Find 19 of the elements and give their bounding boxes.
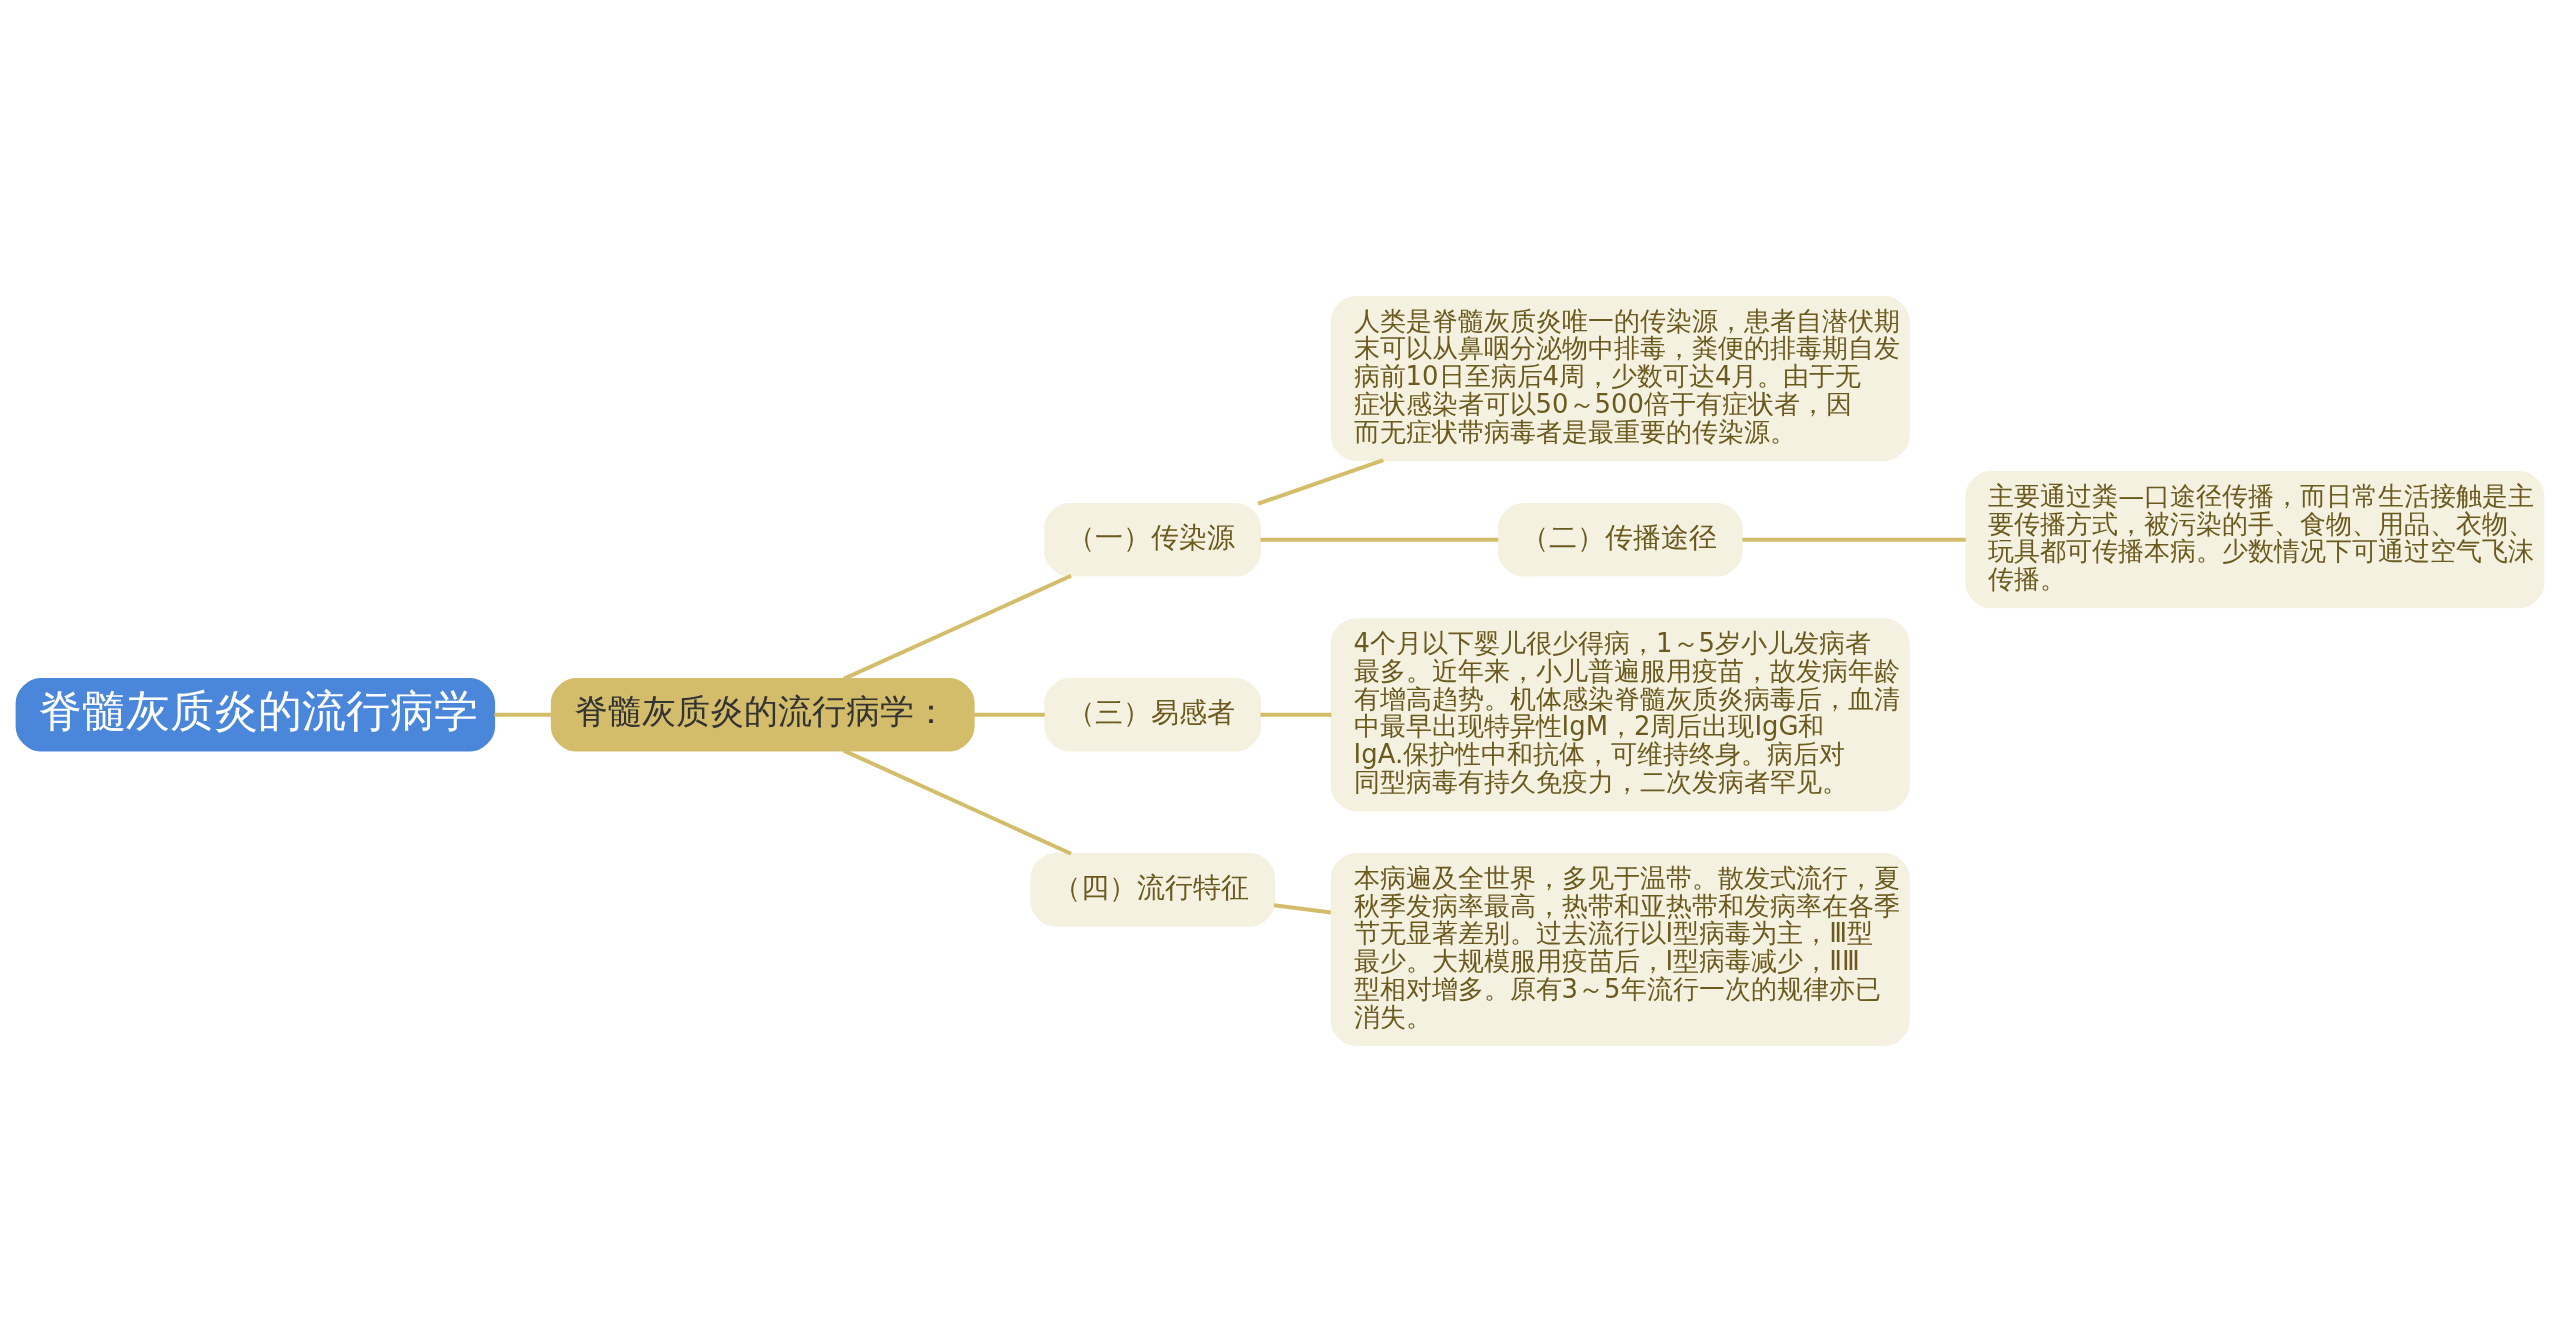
- node-box: 脊髓灰质炎的流行病学：: [550, 677, 975, 752]
- node-box: 4个月以下婴儿很少得病，1～5岁小儿发病者最多。近年来，小儿普遍服用疫苗，故发病年龄有增高趋势。机体感染脊髓灰质炎病毒后，血清中最早出现特异性IgM，2周后出现IgG和IgA.保护性中和抗体，可维持终身。病后对同型病毒有持久免疫力，二次发病者罕见。: [1330, 617, 1910, 811]
- connector: [1742, 537, 1966, 542]
- node-box: （四）流行特征: [1030, 852, 1276, 927]
- connector: [842, 748, 1072, 856]
- connector: [974, 712, 1045, 717]
- connector: [494, 712, 552, 717]
- node-box: （一）传染源: [1044, 502, 1262, 576]
- node-box: 主要通过粪—口途径传播，而日常生活接触是主要传播方式，被污染的手、食物、用品、衣物、玩具都可传播本病。少数情况下可通过空气飞沫传播。: [1965, 470, 2545, 608]
- node-box: （三）易感者: [1044, 677, 1262, 752]
- node-box: （二）传播途径: [1497, 502, 1743, 576]
- connector: [842, 573, 1072, 681]
- node-box: 脊髓灰质炎的流行病学: [15, 677, 496, 752]
- connector: [1260, 537, 1499, 542]
- connector: [1273, 902, 1332, 915]
- node-box: 本病遍及全世界，多见于温带。散发式流行，夏秋季发病率最高，热带和亚热带和发病率在各季节无显著差别。过去流行以Ⅰ型病毒为主，Ⅲ型最少。大规模服用疫苗后，Ⅰ型病毒减少，ⅡⅢ型相对增多。原有3～5年流行一次的规律亦已消失。: [1330, 852, 1910, 1046]
- connector: [1260, 712, 1332, 717]
- node-box: 人类是脊髓灰质炎唯一的传染源，患者自潜伏期末可以从鼻咽分泌物中排毒，粪便的排毒期自发病前10日至病后4周，少数可达4月。由于无症状感染者可以50～500倍于有症状者，因而无症状带病毒者是最重要的传染源。: [1330, 295, 1910, 461]
- connector: [1257, 457, 1384, 506]
